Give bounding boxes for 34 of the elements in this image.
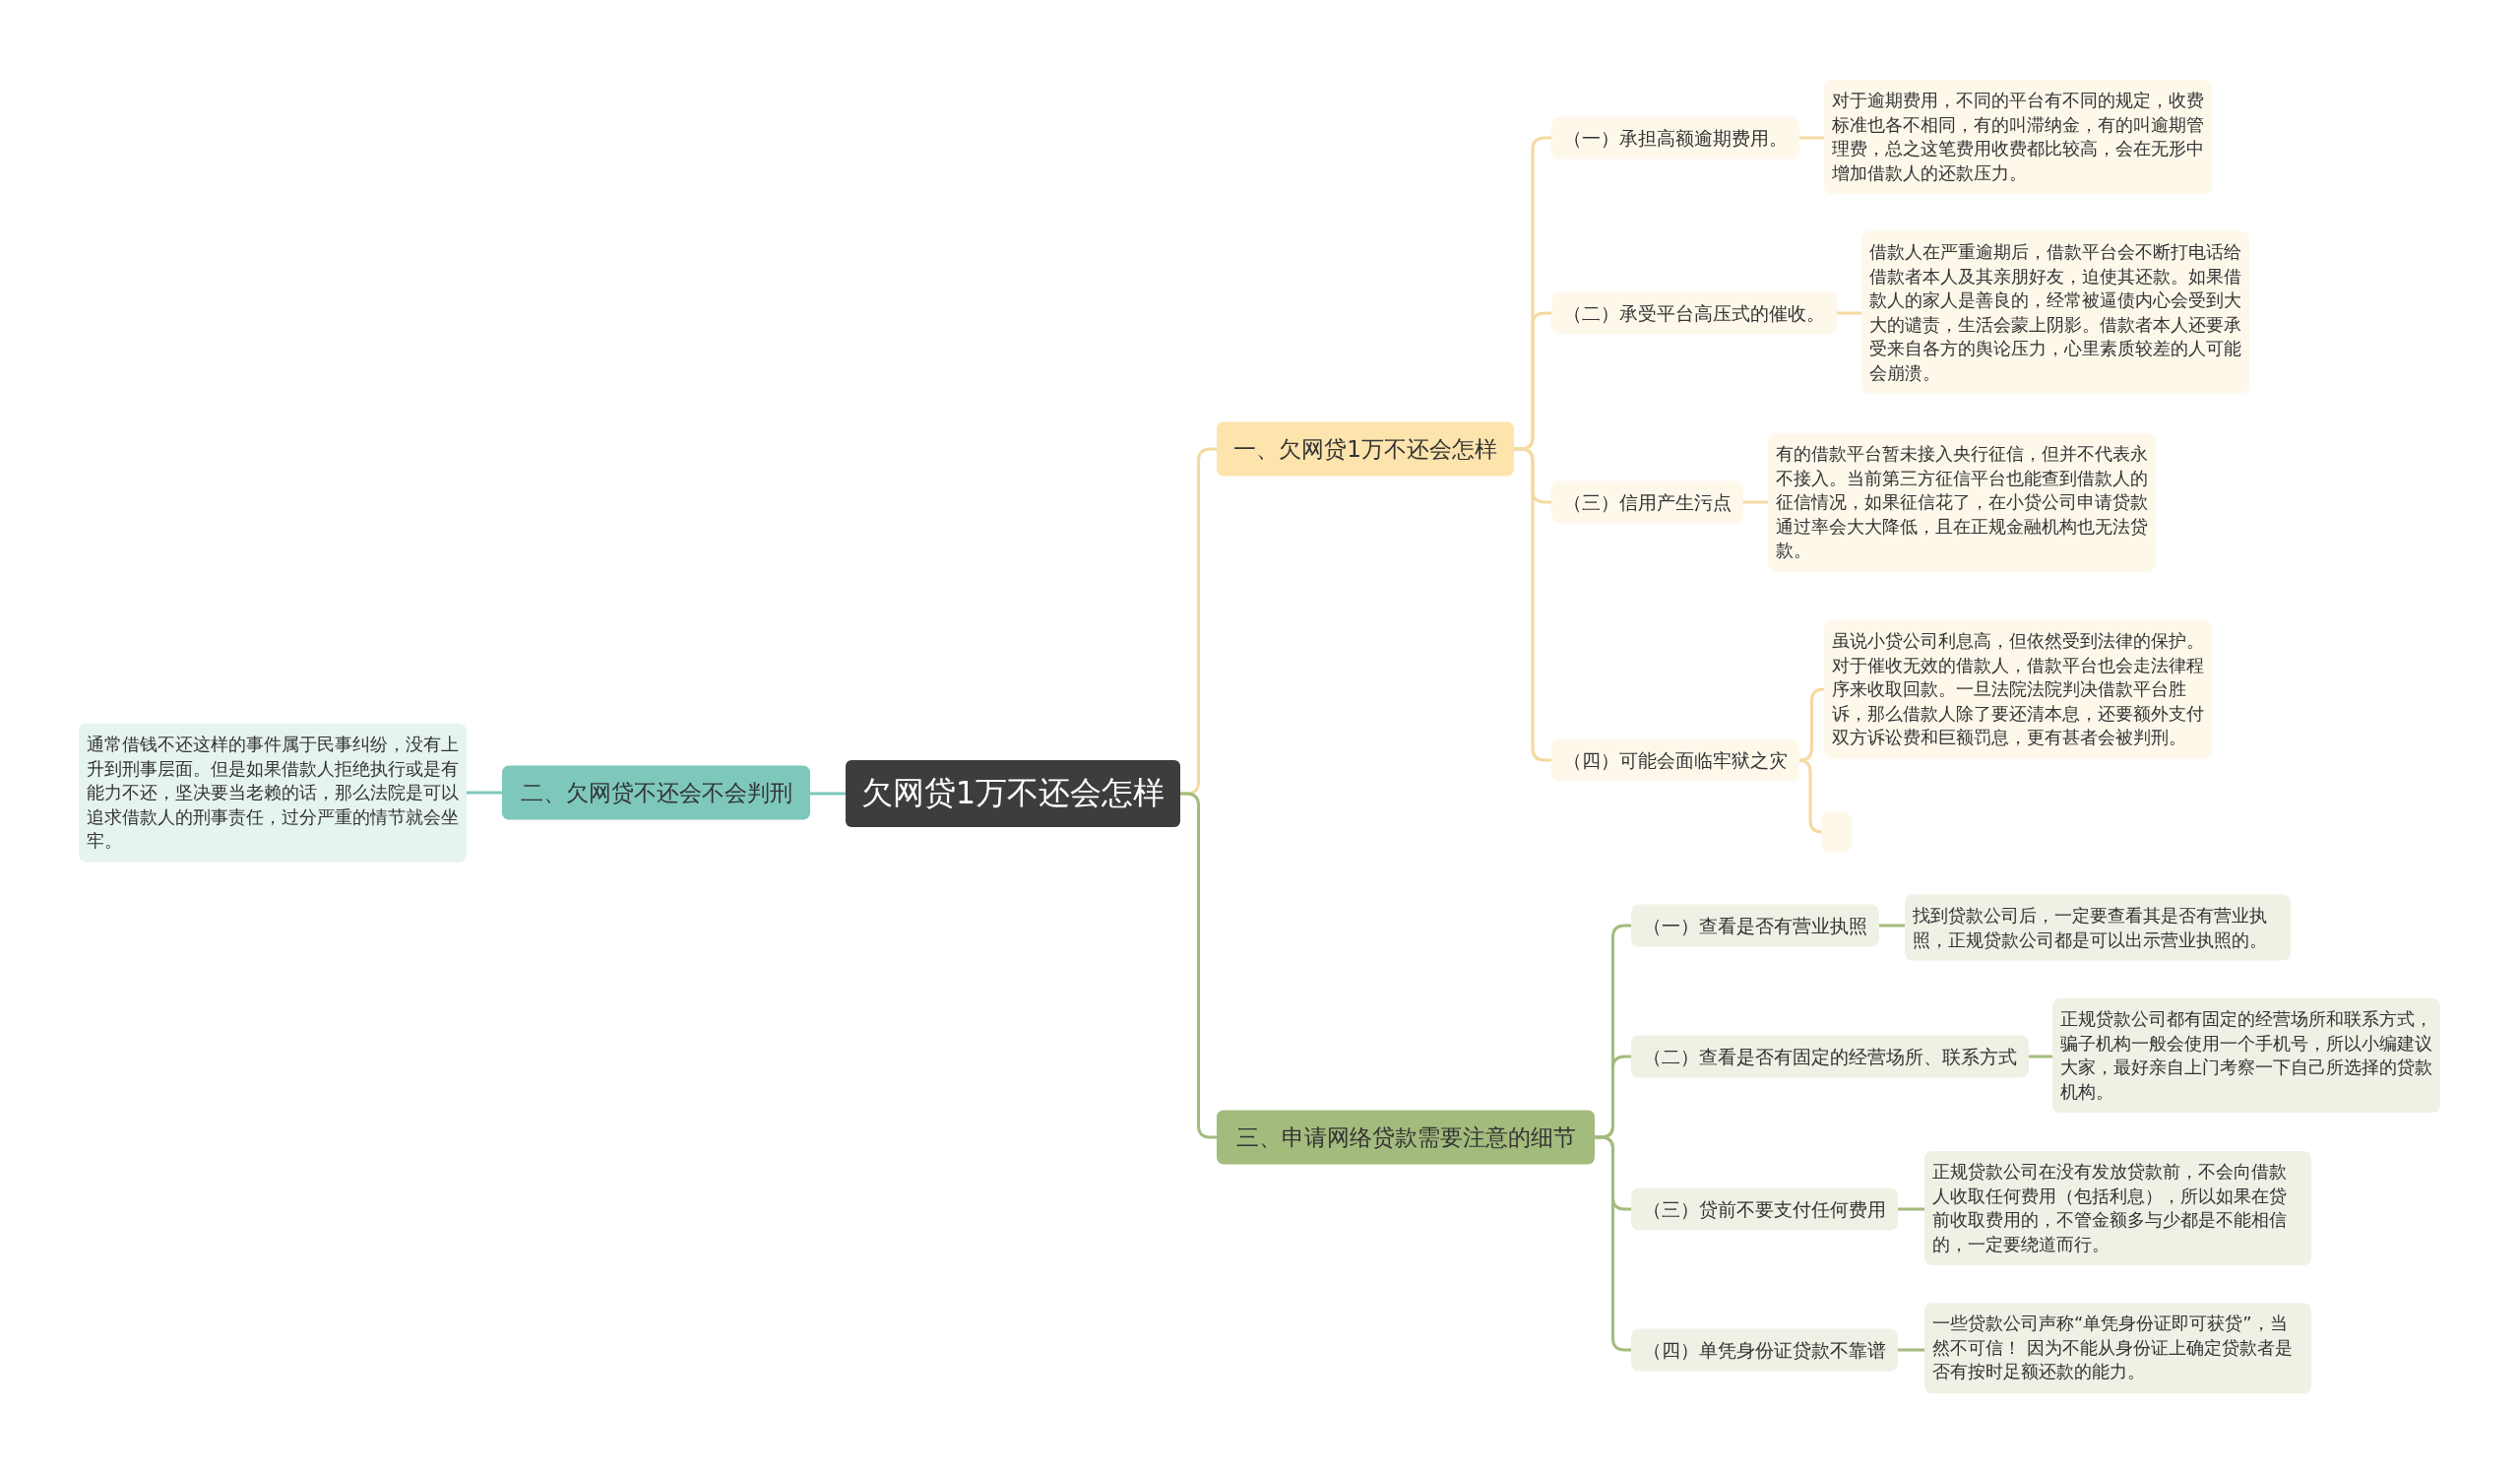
central-topic: 欠网贷1万不还会怎样 xyxy=(846,760,1180,827)
subtopic-box: （二）查看是否有固定的经营场所、联系方式 xyxy=(1631,1035,2029,1078)
detail-box: 通常借钱不还这样的事件属于民事纠纷，没有上升到刑事层面。但是如果借款人拒绝执行或是有能力不还，坚决要当老赖的话，那么法院是可以追求借款人的刑事责任，过分严重的情节就会坐牢。 xyxy=(79,723,467,863)
connector-line xyxy=(1798,687,1825,762)
connector-line xyxy=(1743,500,1768,504)
connector-line xyxy=(810,792,846,796)
connector-line xyxy=(1898,1207,1924,1211)
subtopic-box: （一）承担高额逾期费用。 xyxy=(1551,116,1799,160)
detail-box: 有的借款平台暂未接入央行征信，但并不代表永不接入。当前第三方征信平台也能查到借款人的征信情况，如果征信花了，在小贷公司申请贷款通过率会大大降低，且在正规金融机构也无法贷款。 xyxy=(1768,432,2156,572)
connector-line xyxy=(467,791,502,795)
detail-box: 正规贷款公司都有固定的经营场所和联系方式，骗子机构一般会使用一个手机号，所以小编建议大家，最好亲自上门考察一下自己所选择的贷款机构。 xyxy=(2052,998,2440,1113)
connector-line xyxy=(1180,792,1217,1139)
detail-box: 正规贷款公司在没有发放贷款前，不会向借款人收取任何费用（包括利息），所以如果在贷前收取费用的，不管金额多与少都是不能相信的，一定要绕道而行。 xyxy=(1924,1151,2311,1265)
branch-topic: 二、欠网贷不还会不会判刑 xyxy=(502,765,810,820)
detail-box: 找到贷款公司后，一定要查看其是否有营业执照，正规贷款公司都是可以出示营业执照的。 xyxy=(1905,894,2291,961)
subtopic-box: （三）信用产生污点 xyxy=(1551,481,1743,524)
branch-topic: 三、申请网络贷款需要注意的细节 xyxy=(1217,1110,1595,1165)
detail-box: 借款人在严重逾期后，借款平台会不断打电话给借款者本人及其亲朋好友，迫使其还款。如果借款人的家人是善良的，经常被逼债内心会受到大大的谴责，生活会蒙上阴影。借款者本人还要承受来自各方的舆论压力，心里素质较差的人可能会崩溃。 xyxy=(1861,230,2249,394)
subtopic-box: （一）查看是否有营业执照 xyxy=(1631,904,1879,947)
subtopic-box: （四）可能会面临牢狱之灾 xyxy=(1551,738,1799,782)
connector-line xyxy=(1799,136,1824,140)
connector-line xyxy=(1514,447,1551,762)
empty-box xyxy=(1821,811,1852,853)
detail-box: 对于逾期费用，不同的平台有不同的规定，收费标准也各不相同，有的叫滞纳金，有的叫逾期管理费，总之这笔费用收费都比较高，会在无形中增加借款人的还款压力。 xyxy=(1824,80,2212,194)
subtopic-box: （三）贷前不要支付任何费用 xyxy=(1631,1187,1898,1231)
detail-box: 虽说小贷公司利息高，但依然受到法律的保护。对于催收无效的借款人，借款平台也会走法律程序来收取回款。一旦法院法院判决借款平台胜诉，那么借款人除了要还清本息，还要额外支付双方诉讼费和巨额罚息，更有甚者会被判刑。 xyxy=(1824,619,2212,759)
connector-line xyxy=(1898,1348,1924,1352)
subtopic-box: （四）单凭身份证贷款不靠谱 xyxy=(1631,1328,1898,1372)
connector-line xyxy=(1879,924,1905,928)
detail-box: 一些贷款公司声称“单凭身份证即可获贷”，当然不可信！ 因为不能从身份证上确定贷款者是否有按时足额还款的能力。 xyxy=(1924,1303,2311,1393)
connector-line xyxy=(1837,311,1861,315)
branch-topic: 一、欠网贷1万不还会怎样 xyxy=(1217,421,1514,477)
connector-line xyxy=(2029,1055,2052,1058)
subtopic-box: （二）承受平台高压式的催收。 xyxy=(1551,291,1837,335)
